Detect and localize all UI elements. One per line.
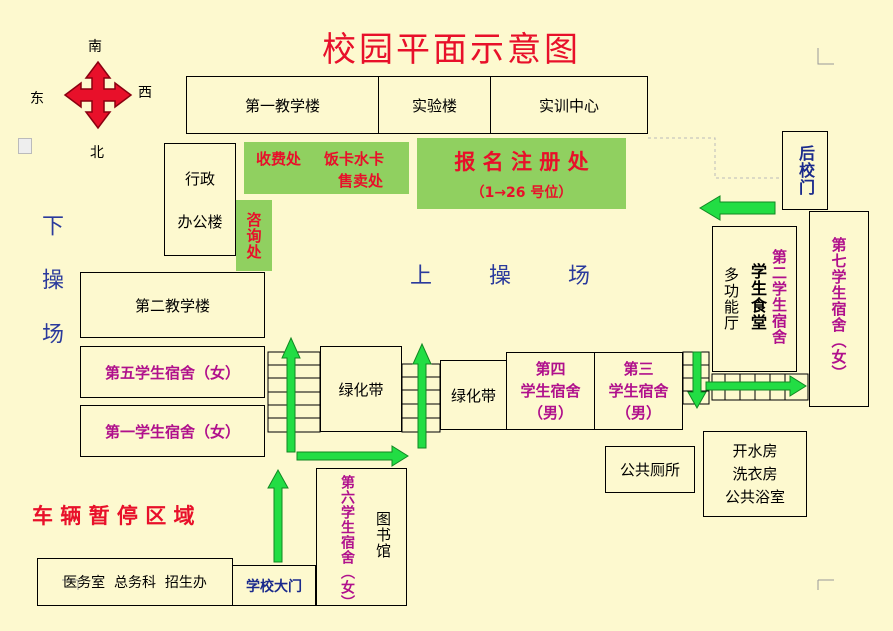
arrow-right-lower-walkway bbox=[296, 445, 409, 467]
arrow-up-main-gate bbox=[267, 468, 289, 563]
dorm-4-label-2: 学生宿舍 bbox=[520, 382, 581, 400]
dorm-3: 第三 学生宿舍 （男） bbox=[594, 352, 683, 430]
laundry-room-label: 洗衣房 bbox=[732, 464, 778, 483]
map-title: 校园平面示意图 bbox=[322, 30, 581, 70]
upper-field-label: 上 操 场 bbox=[410, 264, 590, 289]
compass: 南 东 西 北 bbox=[30, 36, 170, 161]
building-admin-label-1: 行政 bbox=[184, 169, 215, 188]
document-icon bbox=[18, 138, 32, 154]
building-lab-label: 实验楼 bbox=[411, 96, 457, 115]
building-second-teaching: 第二教学楼 bbox=[80, 272, 265, 338]
fee-office: 收费处 饭卡水卡 售卖处 bbox=[244, 142, 409, 194]
building-admin-label-2: 办公楼 bbox=[177, 212, 223, 231]
office-building-label: 医务室 总务科 招生办 bbox=[63, 575, 207, 591]
dorm-1-label: 第一学生宿舍（女） bbox=[104, 422, 240, 441]
main-gate-label: 学校大门 bbox=[246, 578, 302, 595]
dorm-5-label: 第五学生宿舍（女） bbox=[104, 363, 240, 382]
public-toilet-label: 公共厕所 bbox=[619, 461, 680, 479]
dorm-4-label-1: 第四 bbox=[535, 360, 566, 378]
boiling-water-room-label: 开水房 bbox=[732, 441, 778, 460]
library-label: 图书馆 bbox=[374, 511, 392, 559]
main-gate: 学校大门 bbox=[232, 565, 316, 606]
meal-card-label-1: 饭卡水卡 bbox=[324, 150, 385, 168]
registration-seats-label: （1→26 号位） bbox=[470, 185, 573, 201]
public-bathhouse-label: 公共浴室 bbox=[724, 487, 785, 506]
consult-desk: 咨询处 bbox=[236, 200, 272, 271]
building-admin: 行政 办公楼 bbox=[164, 143, 236, 256]
dorm-4-label-3: （男） bbox=[527, 404, 573, 422]
service-building: 开水房 洗衣房 公共浴室 bbox=[703, 431, 807, 517]
dorm-2-label: 第二学生宿舍 bbox=[770, 249, 788, 345]
dorm-4: 第四 学生宿舍 （男） bbox=[506, 352, 595, 430]
compass-south-label: 南 bbox=[88, 39, 102, 55]
building-training-center: 实训中心 bbox=[490, 76, 648, 134]
compass-west-label: 西 bbox=[138, 85, 152, 101]
back-gate-label: 后校门 bbox=[796, 145, 815, 196]
dorm6-library-block: 第六学生宿舍（女） 图书馆 bbox=[316, 468, 407, 610]
arrow-up-left-walkway bbox=[281, 336, 301, 453]
arrow-right-to-dorm7 bbox=[705, 375, 807, 397]
meal-card-label-2: 售卖处 bbox=[338, 172, 384, 190]
consult-desk-label: 咨询处 bbox=[244, 211, 263, 260]
back-gate: 后校门 bbox=[782, 131, 828, 210]
arrow-down-right-walkway bbox=[687, 351, 707, 410]
canteen-block: 多功能厅 学生食堂 第二学生宿舍 bbox=[712, 226, 797, 372]
compass-cross-icon bbox=[63, 60, 133, 130]
canteen-label: 学生食堂 bbox=[748, 263, 767, 331]
dorm-5: 第五学生宿舍（女） bbox=[80, 346, 265, 398]
arrow-left-from-back-gate bbox=[699, 195, 776, 221]
vehicle-parking-label: 车 辆 暂 停 区 域 bbox=[32, 503, 195, 528]
registration-office-label: 报 名 注 册 处 bbox=[454, 149, 589, 174]
green-belt-1-label: 绿化带 bbox=[338, 380, 384, 399]
building-first-teaching-label: 第一教学楼 bbox=[244, 96, 320, 115]
dorm-1: 第一学生宿舍（女） bbox=[80, 405, 265, 457]
registration-office: 报 名 注 册 处 （1→26 号位） bbox=[417, 138, 626, 209]
arrow-up-center-walkway bbox=[412, 342, 432, 449]
building-second-teaching-label: 第二教学楼 bbox=[134, 296, 210, 315]
dorm-3-label-1: 第三 bbox=[623, 360, 654, 378]
dorm-7: 第七学生宿舍（女） bbox=[809, 211, 869, 407]
dorm-7-label: 第七学生宿舍（女） bbox=[829, 237, 848, 381]
multi-function-hall-label: 多功能厅 bbox=[722, 267, 740, 331]
public-toilet: 公共厕所 bbox=[605, 446, 695, 493]
compass-north-label: 北 bbox=[90, 145, 104, 161]
dorm-3-label-3: （男） bbox=[615, 404, 661, 422]
dorm-6-label: 第六学生宿舍（女） bbox=[339, 475, 355, 610]
compass-east-label: 东 bbox=[30, 91, 44, 107]
dorm-3-label-2: 学生宿舍 bbox=[608, 382, 669, 400]
building-training-center-label: 实训中心 bbox=[538, 96, 599, 115]
green-belt-2-label: 绿化带 bbox=[450, 386, 496, 405]
lower-field-label: 下操场 bbox=[38, 214, 63, 376]
green-belt-1: 绿化带 bbox=[320, 346, 402, 432]
fee-office-label: 收费处 bbox=[256, 150, 302, 168]
